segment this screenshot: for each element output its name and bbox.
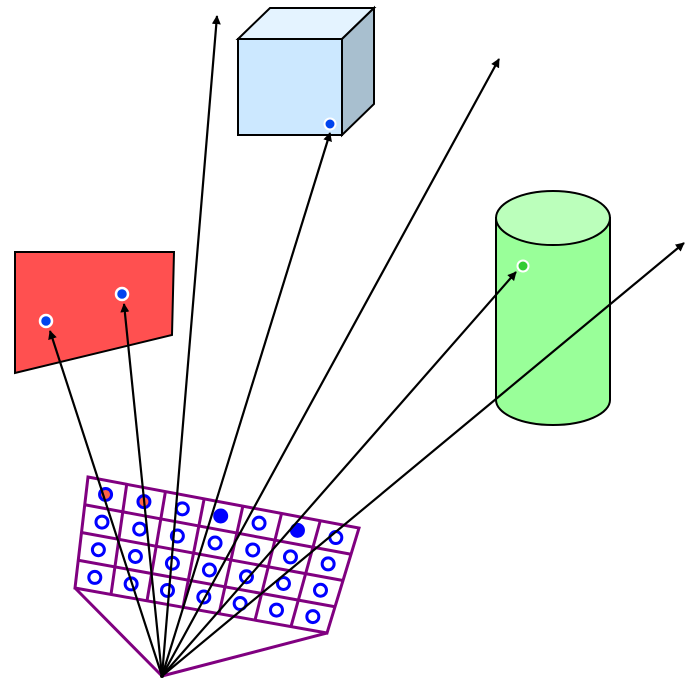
pixel: [127, 549, 143, 564]
pixel: [251, 515, 267, 531]
pixel: [94, 514, 110, 530]
ray-to-cube-hit: [160, 132, 332, 677]
grid-row-line: [81, 531, 344, 582]
pixel: [312, 582, 328, 598]
pixel: [238, 569, 254, 585]
pixel: [207, 535, 223, 551]
pixel: [275, 576, 291, 591]
cylinder-hit-point: [516, 259, 530, 273]
grid-row-line: [77, 558, 336, 609]
ray-miss-up: [160, 15, 221, 677]
image-plane-grid: [77, 484, 352, 627]
pixel: [90, 542, 106, 558]
pixel: [132, 521, 148, 537]
pixel: [174, 501, 190, 517]
green-cylinder: [495, 190, 611, 426]
pixel: [159, 582, 175, 598]
pixel: [245, 542, 261, 558]
pixel: [268, 602, 284, 618]
red-plane-face: [14, 251, 176, 375]
grid-row-line: [84, 503, 352, 556]
pixel: [305, 609, 321, 625]
pixel-hit: [289, 522, 305, 538]
frustum-edge-left: [73, 586, 164, 678]
blue-cube: [235, 5, 377, 138]
cube-hit-point: [323, 117, 337, 131]
rays: [48, 15, 685, 677]
cylinder-top: [495, 190, 611, 246]
pixel: [232, 596, 248, 612]
eye-point: [160, 674, 164, 678]
red-plane-hit-point-2: [114, 286, 130, 302]
ray-to-plane-hit-1: [48, 330, 164, 677]
cube-front-face: [237, 38, 343, 136]
pixel: [87, 569, 103, 585]
ray-to-cylinder-hit: [161, 271, 517, 677]
ray-to-plane-hit-2: [120, 303, 164, 677]
pixel: [328, 530, 344, 546]
red-plane-hit-point-1: [38, 313, 54, 329]
pixel: [320, 556, 336, 572]
pixel: [201, 562, 217, 578]
frustum-edge-right: [161, 631, 328, 678]
pixel-hit: [213, 508, 229, 524]
cylinder-body: [495, 217, 611, 426]
red-plane: [14, 251, 176, 375]
ray-miss-upper-right: [161, 58, 500, 677]
pixel: [282, 549, 298, 565]
ray-miss-right: [161, 242, 685, 677]
view-frustum: [73, 586, 328, 678]
